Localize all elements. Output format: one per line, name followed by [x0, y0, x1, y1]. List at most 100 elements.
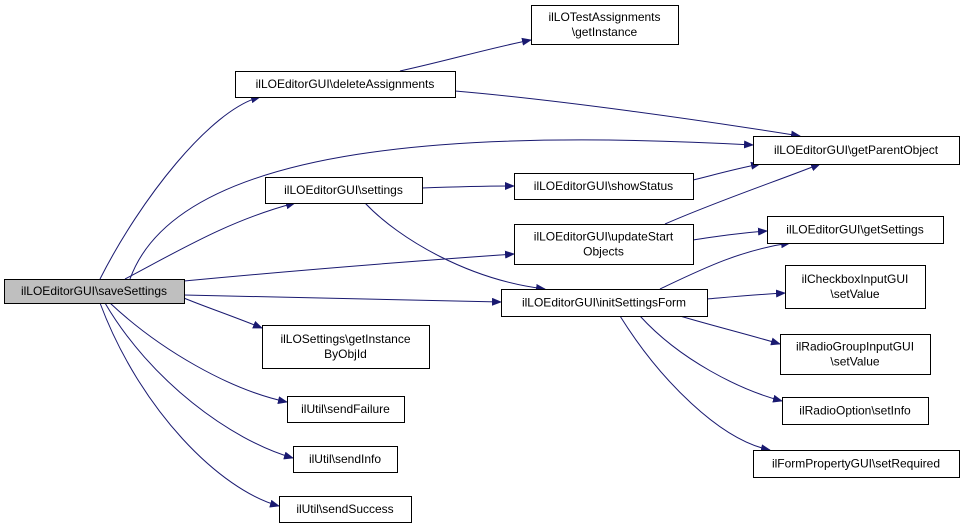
edge-showStatus-to-getParentObject — [692, 161, 761, 181]
node-label: ilRadioOption\setInfo — [799, 404, 911, 418]
edge-saveSettings-to-updateStartObjects — [183, 250, 515, 282]
edge-saveSettings-to-sendFailure — [109, 302, 288, 405]
node-box — [235, 71, 456, 98]
node-box — [767, 216, 944, 244]
edge-saveSettings-to-settingsGetInstance — [183, 297, 263, 329]
node-label: ilLOEditorGUI\settings — [284, 183, 403, 197]
node-label: ilCheckboxInputGUI — [802, 272, 909, 286]
node-box — [782, 397, 929, 425]
node-sendFailure[interactable]: ilUtil\sendFailure — [287, 396, 405, 423]
edge-settings-to-showStatus — [421, 182, 515, 191]
node-label: ilRadioGroupInputGUI — [796, 340, 914, 354]
node-box — [514, 173, 694, 200]
edge-initSettingsForm-to-radioOptionSetInfo — [639, 315, 783, 403]
node-box — [262, 325, 430, 369]
node-initSettingsForm[interactable]: ilLOEditorGUI\initSettingsForm — [501, 289, 708, 317]
node-saveSettings[interactable]: ilLOEditorGUI\saveSettings — [4, 279, 185, 304]
edge-line — [183, 250, 515, 282]
edge-line — [659, 240, 791, 290]
edge-line — [399, 37, 532, 72]
edge-deleteAssignments-to-testGetInstance — [399, 37, 532, 72]
node-box — [501, 289, 708, 317]
node-box — [279, 496, 412, 523]
edge-initSettingsForm-to-getSettings — [659, 240, 791, 290]
edge-line — [692, 161, 761, 181]
node-label: ilUtil\sendSuccess — [296, 502, 393, 516]
node-label: ilUtil\sendInfo — [309, 452, 381, 466]
node-getParentObject[interactable]: ilLOEditorGUI\getParentObject — [753, 136, 960, 165]
node-radioOptionSetInfo[interactable]: ilRadioOption\setInfo — [782, 397, 929, 425]
node-box — [4, 279, 185, 304]
edge-line — [109, 302, 288, 405]
node-settings[interactable]: ilLOEditorGUI\settings — [265, 177, 423, 204]
edge-saveSettings-to-deleteAssignments — [99, 95, 261, 280]
edges-layer — [99, 37, 821, 508]
edge-line — [679, 315, 781, 346]
node-label: ilLOEditorGUI\updateStart — [534, 230, 674, 244]
edge-line — [706, 289, 786, 300]
nodes-layer: ilLOEditorGUI\saveSettings ilLOEditorGUI\… — [4, 5, 960, 523]
edge-line — [421, 182, 515, 191]
node-showStatus[interactable]: ilLOEditorGUI\showStatus — [514, 173, 694, 200]
edge-line — [639, 315, 783, 403]
edge-initSettingsForm-to-setRequired — [619, 315, 771, 453]
node-box — [785, 265, 926, 309]
edge-line — [183, 294, 502, 306]
edge-saveSettings-to-sendSuccess — [99, 302, 280, 508]
node-radioGroupSetValue[interactable]: ilRadioGroupInputGUI\setValue — [780, 334, 931, 375]
node-sendInfo[interactable]: ilUtil\sendInfo — [293, 446, 398, 473]
edge-initSettingsForm-to-radioGroupSetValue — [679, 315, 781, 346]
node-label: ilLOEditorGUI\showStatus — [534, 179, 673, 193]
node-checkboxSetValue[interactable]: ilCheckboxInputGUI\setValue — [785, 265, 926, 309]
node-setRequired[interactable]: ilFormPropertyGUI\setRequired — [753, 450, 960, 478]
node-box — [753, 136, 960, 165]
node-label: ilLOEditorGUI\initSettingsForm — [522, 296, 686, 310]
edge-saveSettings-to-getParentObject — [129, 139, 754, 280]
node-box — [780, 334, 931, 375]
edge-saveSettings-to-initSettingsForm — [183, 294, 502, 306]
edge-saveSettings-to-settings — [124, 201, 296, 280]
node-box — [514, 224, 694, 265]
node-sendSuccess[interactable]: ilUtil\sendSuccess — [279, 496, 412, 523]
edge-line — [454, 90, 801, 139]
edge-updateStartObjects-to-getSettings — [692, 227, 768, 241]
edge-deleteAssignments-to-getParentObject — [454, 90, 801, 139]
node-testGetInstance[interactable]: ilLOTestAssignments\getInstance — [531, 5, 679, 45]
edge-updateStartObjects-to-getParentObject — [664, 163, 821, 225]
node-getSettings[interactable]: ilLOEditorGUI\getSettings — [767, 216, 944, 244]
edge-line — [124, 201, 296, 280]
node-label: ilLOSettings\getInstance — [280, 332, 410, 346]
node-label: \setValue — [830, 355, 879, 369]
node-label: ilLOEditorGUI\getParentObject — [774, 143, 939, 157]
edge-line — [364, 202, 546, 292]
node-label: ilLOTestAssignments — [548, 10, 660, 24]
node-label: ilFormPropertyGUI\setRequired — [772, 457, 940, 471]
edge-line — [99, 95, 261, 280]
node-deleteAssignments[interactable]: ilLOEditorGUI\deleteAssignments — [235, 71, 456, 98]
node-label: \setValue — [830, 287, 879, 301]
node-box — [287, 396, 405, 423]
node-box — [265, 177, 423, 204]
node-box — [531, 5, 679, 45]
node-label: ilLOEditorGUI\deleteAssignments — [256, 77, 435, 91]
node-box — [753, 450, 960, 478]
edge-settings-to-initSettingsForm — [364, 202, 546, 292]
node-label: \getInstance — [572, 25, 638, 39]
node-label: ByObjId — [324, 347, 367, 361]
edge-line — [664, 163, 821, 225]
edge-line — [619, 315, 771, 453]
node-box — [293, 446, 398, 473]
edge-line — [104, 302, 294, 460]
edge-line — [692, 227, 768, 241]
node-label: ilLOEditorGUI\getSettings — [786, 223, 923, 237]
edge-line — [129, 139, 754, 280]
edge-saveSettings-to-sendInfo — [104, 302, 294, 460]
edge-line — [99, 302, 280, 508]
node-label: ilUtil\sendFailure — [301, 402, 390, 416]
edge-line — [183, 297, 263, 329]
node-label: ilLOEditorGUI\saveSettings — [21, 284, 167, 298]
edge-initSettingsForm-to-checkboxSetValue — [706, 289, 786, 300]
